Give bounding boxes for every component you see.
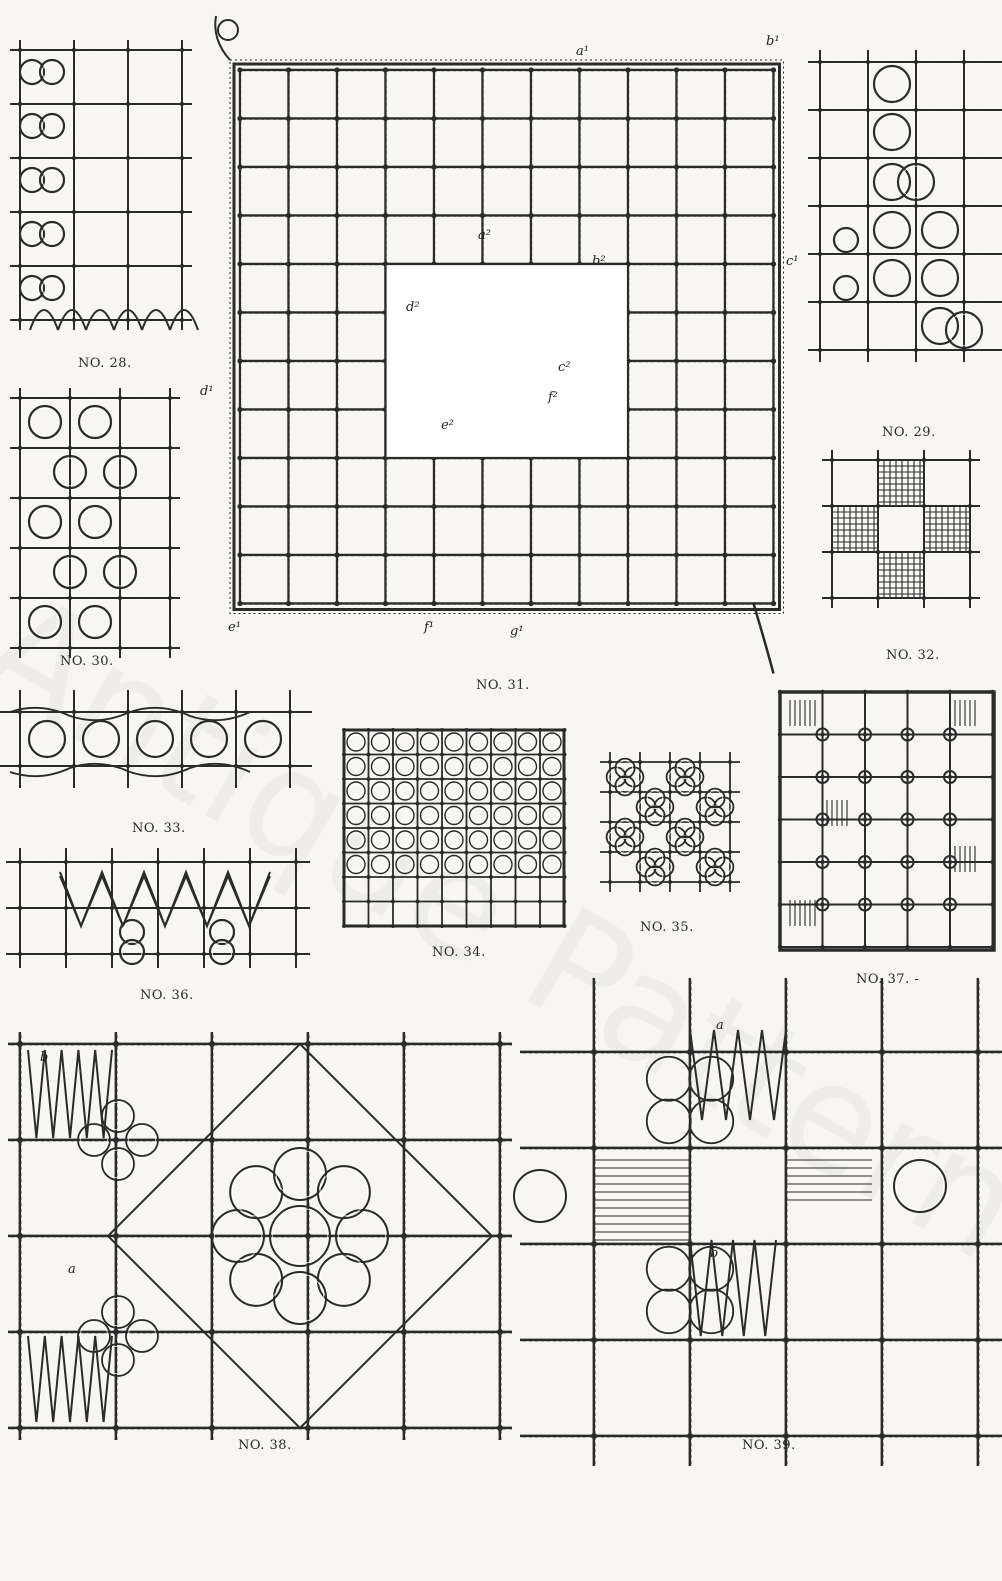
figure-32 [822,450,980,608]
caption-no-36: NO. 36. [140,988,194,1003]
figure-33 [0,690,312,788]
label-f1: f¹ [424,620,434,635]
caption-no-32: NO. 32. [886,648,940,663]
caption-no-29: NO. 29. [882,425,936,440]
caption-no-35: NO. 35. [640,920,694,935]
label-e1: e¹ [228,620,241,635]
caption-no-37: NO. 37. - [856,972,919,987]
label-e2: e² [441,418,454,433]
label-d2: d² [406,300,420,315]
label-a1: a¹ [576,44,589,59]
caption-no-28: NO. 28. [78,356,132,371]
label-38-b: b [40,1050,48,1065]
label-b2: b² [592,254,606,269]
figure-39 [514,978,1002,1466]
label-a2: a² [478,228,491,243]
label-38-a: a [68,1262,76,1277]
label-39-b: b [710,1246,718,1261]
label-c1: c¹ [786,254,799,269]
label-g1: g¹ [510,624,524,639]
caption-no-33: NO. 33. [132,821,186,836]
caption-no-39: NO. 39. [742,1438,796,1453]
figure-29 [808,50,1002,362]
figure-31 [215,16,783,674]
label-39-a: a [716,1018,724,1033]
label-f2: f² [548,390,558,405]
caption-no-38: NO. 38. [238,1438,292,1453]
label-d1: d¹ [200,384,214,399]
figure-36 [6,848,310,968]
lace-stitch-plate [0,0,1002,1466]
figure-38 [8,1032,512,1440]
label-b1: b¹ [766,34,780,49]
label-c2: c² [558,360,571,375]
caption-no-30: NO. 30. [60,654,114,669]
caption-no-34: NO. 34. [432,945,486,960]
caption-no-31: NO. 31. [476,678,530,693]
figure-30 [10,388,180,658]
figure-35 [600,752,740,892]
figure-28 [10,40,198,330]
figure-37 [778,690,995,950]
figure-34 [342,728,566,928]
